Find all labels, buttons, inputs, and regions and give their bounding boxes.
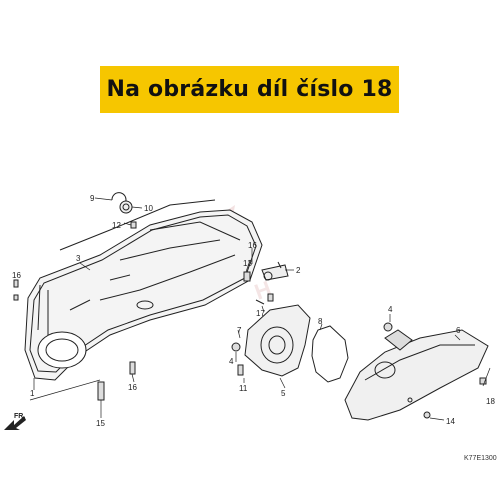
label-8: 8 <box>318 317 323 326</box>
left-crankcase-cover <box>24 199 263 381</box>
label-6: 6 <box>456 326 461 335</box>
label-11: 11 <box>239 384 248 393</box>
label-10: 10 <box>144 204 153 213</box>
part-number-labels: 9 10 12 3 16 16 13 2 17 7 8 4 6 4 11 5 1… <box>12 194 495 428</box>
label-7: 7 <box>237 326 242 335</box>
label-4b: 4 <box>229 357 234 366</box>
label-16c: 16 <box>128 383 137 392</box>
gasket-part-8 <box>311 325 349 383</box>
label-13: 13 <box>243 259 252 268</box>
inner-cover-part-5 <box>231 304 311 377</box>
label-1: 1 <box>30 389 35 398</box>
front-direction-arrow: FR. <box>4 413 26 430</box>
banner-text: Na obrázku díl číslo 18 <box>106 77 393 102</box>
part-number-banner: Na obrázku díl číslo 18 <box>100 66 399 113</box>
label-2: 2 <box>296 266 301 275</box>
diagram-code: K77E1300 <box>464 455 497 462</box>
label-9: 9 <box>90 194 95 203</box>
label-4a: 4 <box>388 305 393 314</box>
label-12: 12 <box>112 221 121 230</box>
label-5: 5 <box>281 389 286 398</box>
breather-parts-group <box>243 261 289 305</box>
front-label: FR. <box>14 413 25 420</box>
label-16a: 16 <box>12 271 21 280</box>
outer-cover-part-6 <box>344 322 489 421</box>
label-14: 14 <box>446 417 455 426</box>
seal-and-bearing-group <box>13 192 137 301</box>
leader-lines <box>29 197 491 421</box>
bolt-group <box>97 361 244 401</box>
label-16b: 16 <box>248 241 257 250</box>
label-18: 18 <box>486 397 495 406</box>
label-3: 3 <box>76 254 81 263</box>
label-15: 15 <box>96 419 105 428</box>
label-17: 17 <box>256 309 265 318</box>
